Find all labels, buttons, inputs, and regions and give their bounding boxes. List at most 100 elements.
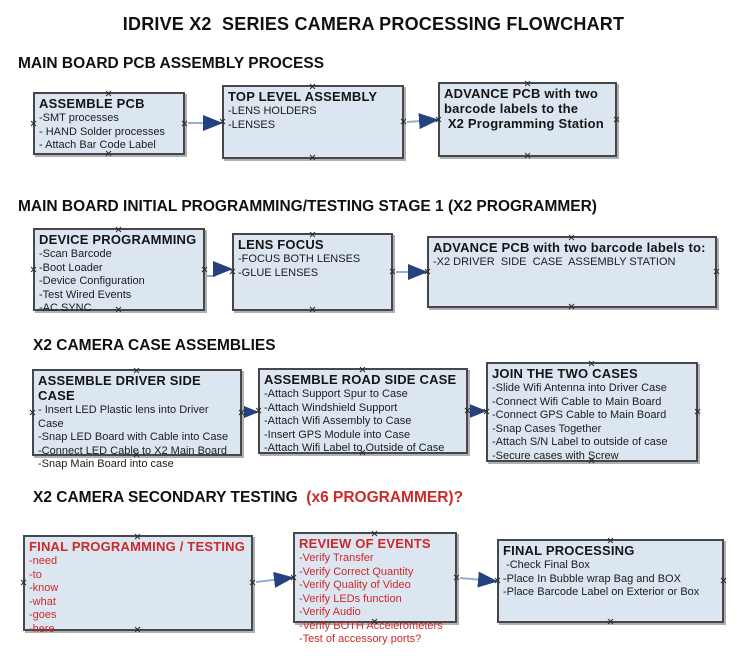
connection-anchor-icon (219, 118, 226, 125)
flow-box-lens-focus: LENS FOCUS -FOCUS BOTH LENSES-GLUE LENSE… (232, 233, 393, 311)
box-line: -Test of accessory ports? (299, 633, 422, 645)
connection-anchor-icon (30, 120, 37, 127)
box-line: -SMT processes (39, 112, 119, 124)
box-line: - Attach Bar Code Label (39, 139, 156, 151)
connection-anchor-icon (290, 574, 297, 581)
box-line: -Place In Bubble wrap Bag and BOX (503, 572, 681, 585)
box-line: -here (29, 622, 55, 635)
connection-anchor-icon (29, 409, 36, 416)
box-line: -Snap Cases Together (492, 422, 602, 435)
section-header-pcb-assembly: MAIN BOARD PCB ASSEMBLY PROCESS (18, 55, 325, 72)
connection-anchor-icon (713, 268, 720, 275)
box-line: -Device Configuration (39, 275, 145, 287)
box-heading: LENS FOCUS (238, 237, 324, 252)
box-line: - Insert LED Plastic lens into Driver Ca… (38, 404, 212, 430)
flow-box-join-two-cases: JOIN THE TWO CASES -Slide Wifi Antenna i… (486, 362, 698, 462)
connection-anchor-icon (607, 618, 614, 625)
section-header-secondary-testing-black: X2 CAMERA SECONDARY TESTING (33, 489, 302, 506)
connection-anchor-icon (524, 152, 531, 159)
box-line: -AC SYNC (39, 302, 92, 314)
box-line: -Attach Wifi Assembly to Case (264, 415, 412, 427)
section-header-secondary-testing: X2 CAMERA SECONDARY TESTING (x6 PROGRAMM… (33, 489, 463, 507)
flow-box-top-level-assembly: TOP LEVEL ASSEMBLY -LENS HOLDERS-LENSES (222, 85, 404, 159)
box-line: -Verify BOTH Accelerometers (299, 619, 443, 632)
connection-anchor-icon (483, 408, 490, 415)
box-heading: ASSEMBLE PCB (39, 96, 145, 111)
box-line: -Verify Transfer (299, 552, 374, 564)
connector-arrow-review-to-finalproc (459, 571, 498, 588)
box-line: -Verify Quality of Video (299, 579, 411, 591)
flow-box-device-programming: DEVICE PROGRAMMING -Scan Barcode-Boot Lo… (30, 228, 208, 314)
connection-anchor-icon (229, 268, 236, 275)
connection-anchor-icon (464, 407, 471, 414)
box-line: -GLUE LENSES (238, 266, 319, 279)
box-line: -Verify Correct Quantity (299, 565, 414, 578)
flow-box-final-programming-testing: FINAL PROGRAMMING / TESTING -need-to-kno… (23, 535, 256, 635)
box-line: -need (29, 555, 58, 567)
connection-anchor-icon (30, 266, 37, 273)
box-line: -Boot Loader (39, 261, 103, 274)
box-lines: -need-to-know-what-goes-here (29, 555, 248, 636)
flow-box-assemble-driver-side-case: ASSEMBLE DRIVER SIDE CASE - Insert LED P… (29, 369, 242, 470)
connector-arrow-finalprog-to-review (255, 571, 294, 588)
connection-anchor-icon (720, 577, 727, 584)
box-line: -Attach Wifi Label to Outside of Case (264, 442, 445, 454)
box-lines: -Verify Transfer-Verify Correct Quantity… (299, 552, 452, 647)
connection-anchor-icon (309, 154, 316, 161)
box-heading: ADVANCE PCB with two barcode labels to: (433, 240, 706, 255)
box-line: -LENSES (228, 118, 276, 131)
box-line: -Attach Support Spur to Case (264, 388, 408, 400)
connection-anchor-icon (613, 116, 620, 123)
box-line: -Slide Wifi Antenna into Driver Case (492, 382, 667, 394)
box-heading: ASSEMBLE ROAD SIDE CASE (264, 372, 457, 387)
box-line: -know (29, 582, 59, 594)
box-line: -LENS HOLDERS (228, 105, 317, 117)
box-line: -to (29, 568, 42, 581)
box-line: -what (29, 595, 56, 608)
box-line: -Insert GPS Module into Case (264, 428, 411, 441)
box-line: -Verify Audio (299, 606, 361, 618)
box-line: -Scan Barcode (39, 248, 112, 260)
flow-box-assemble-pcb: ASSEMBLE PCB -SMT processes- HAND Solder… (33, 92, 185, 155)
connector-arrow-device-to-lensfocus (207, 261, 233, 277)
box-heading: REVIEW OF EVENTS (299, 536, 431, 551)
box-heading: FINAL PROGRAMMING / TESTING (29, 539, 246, 554)
connection-anchor-icon (400, 118, 407, 125)
box-lines: -X2 DRIVER SIDE CASE ASSEMBLY STATION (433, 256, 712, 270)
connection-anchor-icon (255, 407, 262, 414)
section-header-case-assemblies: X2 CAMERA CASE ASSEMBLIES (33, 337, 276, 354)
box-lines: - Insert LED Plastic lens into Driver Ca… (38, 404, 237, 472)
box-heading: FINAL PROCESSING (503, 543, 635, 558)
box-line: -Test Wired Events (39, 288, 132, 301)
box-line: -Connect GPS Cable to Main Board (492, 409, 667, 421)
box-heading: TOP LEVEL ASSEMBLY (228, 89, 378, 104)
box-heading: JOIN THE TWO CASES (492, 366, 638, 381)
connection-anchor-icon (249, 579, 256, 586)
box-lines: -LENS HOLDERS-LENSES (228, 105, 399, 132)
connection-anchor-icon (181, 120, 188, 127)
connection-anchor-icon (694, 408, 701, 415)
box-heading: ASSEMBLE DRIVER SIDE CASE (38, 373, 205, 403)
box-heading: DEVICE PROGRAMMING (39, 232, 197, 247)
box-line: -Connect LED Cable to X2 Main Board (38, 444, 227, 457)
flow-box-advance-pcb-programming-station: ADVANCE PCB with two barcode labels to t… (438, 82, 617, 157)
section-header-initial-programming: MAIN BOARD INITIAL PROGRAMMING/TESTING S… (18, 198, 597, 215)
connection-anchor-icon (309, 306, 316, 313)
connection-anchor-icon (568, 303, 575, 310)
flow-box-final-processing: FINAL PROCESSING -Check Final Box-Place … (497, 539, 724, 623)
box-line: -Secure cases with Screw (492, 449, 619, 462)
box-line: -Place Barcode Label on Exterior or Box (503, 586, 700, 598)
box-line: -Verify LEDs function (299, 592, 402, 605)
box-line: -Connect Wifi Cable to Main Board (492, 395, 662, 408)
connection-anchor-icon (201, 266, 208, 273)
box-heading: ADVANCE PCB with two barcode labels to t… (444, 86, 604, 131)
box-line: -Attach Windshield Support (264, 401, 398, 414)
connection-anchor-icon (424, 268, 431, 275)
box-line: -FOCUS BOTH LENSES (238, 253, 361, 265)
connection-anchor-icon (453, 574, 460, 581)
box-line: -X2 DRIVER SIDE CASE ASSEMBLY STATION (433, 256, 676, 268)
box-lines: -Attach Support Spur to Case-Attach Wind… (264, 388, 463, 456)
flow-box-advance-pcb-driver-side: ADVANCE PCB with two barcode labels to: … (427, 236, 717, 308)
box-lines: -Slide Wifi Antenna into Driver Case-Con… (492, 382, 693, 463)
